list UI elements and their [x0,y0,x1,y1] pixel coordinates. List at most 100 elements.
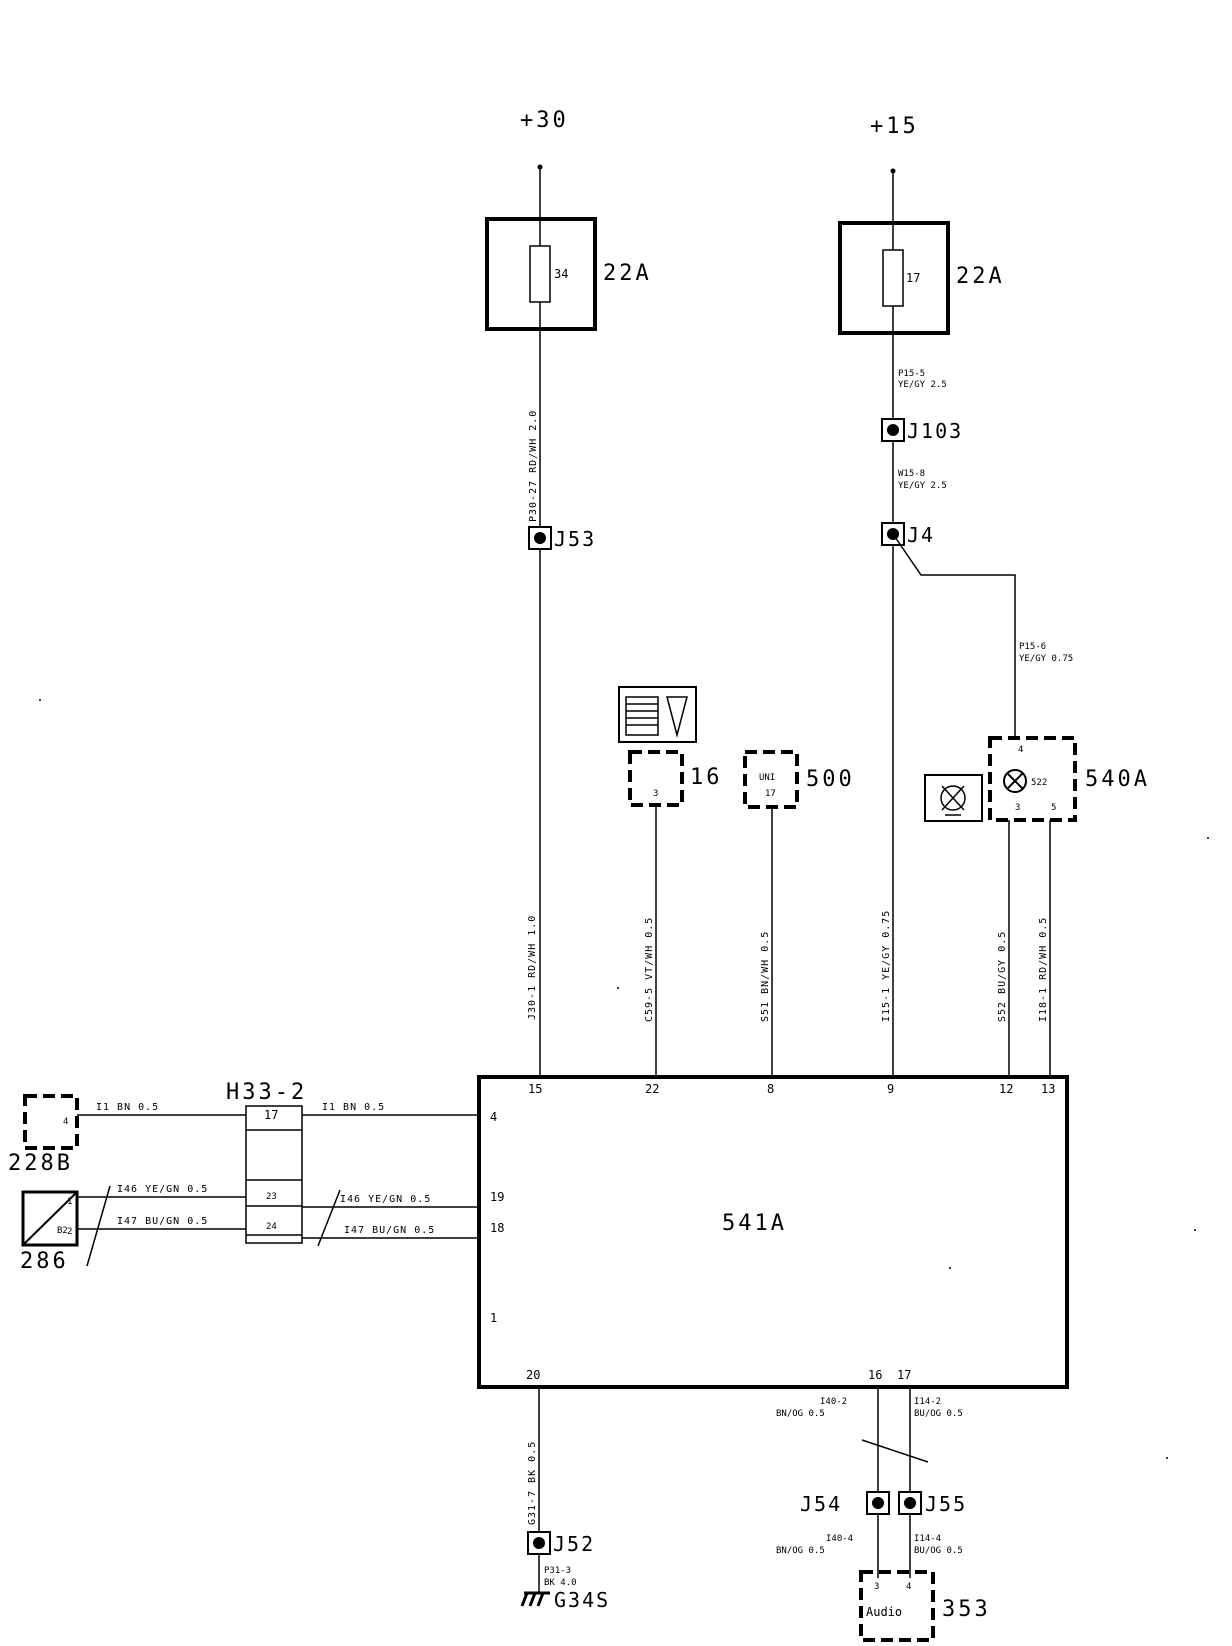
wire-g31-7-label: G31-7 BK 0.5 [527,1441,538,1525]
junction-j53-label: J53 [554,527,596,551]
ecu-541a-label: 541A [722,1211,787,1236]
component-540a-pin-a: 3 [1015,803,1020,813]
twisted-pair-mark-right [317,1189,341,1247]
scan-speck [949,1267,951,1269]
ecu-pin-left-19: 19 [490,1190,504,1204]
ecu-pin-top-13: 13 [1041,1082,1055,1096]
wire-i18-1-label: I18-1 RD/WH 0.5 [1038,917,1049,1022]
wire-i14-4-label-b: BU/OG 0.5 [914,1546,963,1556]
wire-i47-right-label: I47 BU/GN 0.5 [344,1225,435,1236]
twisted-pair-mark-left [86,1185,111,1267]
junction-j55: J55 [898,1491,967,1516]
supply-plus30-label: +30 [520,108,569,133]
wire-p15-5-label-b: YE/GY 2.5 [898,380,947,390]
ecu-pin-left-1: 1 [490,1311,497,1325]
component-286-sensor: B2 [57,1226,68,1236]
wire-i40-4-label-a: I40-4 [826,1534,853,1544]
ecu-pin-bottom-17: 17 [897,1368,911,1382]
ecu-pin-top-12: 12 [999,1082,1013,1096]
component-16: 3 16 [628,750,723,807]
wire-p15-5-label-a: P15-5 [898,369,925,379]
wire-i1-left-label: I1 BN 0.5 [96,1102,159,1113]
fuse-17: 17 22A [838,171,1005,335]
fuse-34-rating: 22A [603,261,652,286]
component-540a-pin-top: 4 [1018,745,1023,755]
wire-i1-right-label: I1 BN 0.5 [322,1102,385,1113]
wire-i40-2-label-a: I40-2 [820,1397,847,1407]
wire-i46-left-label: I46 YE/GN 0.5 [117,1184,208,1195]
component-16-label: 16 [690,765,723,790]
scan-speck [1207,837,1209,839]
wire-i15-1-label: I15-1 YE/GY 0.75 [881,910,892,1022]
scan-speck [1194,1229,1196,1231]
ecu-pin-left-4: 4 [490,1110,497,1124]
connector-h33-2-label: H33-2 [226,1080,307,1105]
scan-speck [617,987,619,989]
component-500-pin-b: 17 [765,789,776,799]
component-228b-pin: 4 [63,1117,68,1127]
ecu-pin-top-8: 8 [767,1082,774,1096]
connector-h33-pin-24: 24 [266,1222,277,1232]
component-540a: 4 522 3 5 540A [988,736,1150,822]
wire-p30-27-label: P30-27 RD/WH 2.0 [528,410,539,522]
ground-icon: G34S [520,1588,610,1612]
component-228b-label: 228B [8,1151,73,1176]
info-display-icon [618,686,697,743]
junction-j4-label: J4 [907,523,935,547]
component-353-text: Audio [866,1605,902,1619]
ground-label: G34S [554,1588,610,1612]
junction-j52: J52 [527,1531,595,1556]
junction-j55-label: J55 [925,1492,967,1516]
junction-j54-label: J54 [800,1492,842,1516]
junction-j103: J103 [881,418,963,443]
component-540a-label: 540A [1085,767,1150,792]
junction-j53: J53 [528,526,596,551]
component-286-pin: 1 [67,1197,72,1207]
wire-i14-2-label-a: I14-2 [914,1397,941,1407]
connector-h33-pin-23: 23 [266,1192,277,1202]
wire-i40-2-label-b: BN/OG 0.5 [776,1409,825,1419]
component-353: 3 4 Audio 353 [859,1570,988,1642]
wire-w15-8-label-b: YE/GY 2.5 [898,481,947,491]
connector-h33-2: H33-2 17 23 24 [226,1080,307,1244]
component-16-pin: 3 [653,789,658,799]
component-540a-code: 522 [1031,778,1047,788]
wire-i47-left-label: I47 BU/GN 0.5 [117,1216,208,1227]
fuse-34: 34 22A [485,167,652,331]
component-500-label: 500 [806,767,855,792]
component-286-pin2: 2 [67,1227,72,1237]
connector-h33-pin-17: 17 [264,1108,278,1122]
wire-j30-1-label: J30-1 RD/WH 1.0 [527,915,538,1020]
wire-i14-4-label-a: I14-4 [914,1534,941,1544]
supply-plus15-label: +15 [870,114,919,139]
twisted-pair-mark-bottom [861,1439,929,1463]
scan-speck [39,699,41,701]
component-228b: 4 228B [8,1094,79,1176]
scan-speck [1166,1457,1168,1459]
ecu-pin-top-22: 22 [645,1082,659,1096]
junction-j4: J4 [881,522,935,547]
component-500-pin-a: UNI [759,773,775,783]
component-353-pin-b: 4 [906,1582,911,1592]
component-286: 1 2 B2 286 [20,1190,79,1274]
component-500: UNI 17 500 [743,750,855,809]
fuse-17-rating: 22A [956,264,1005,289]
wire-i14-2-label-b: BU/OG 0.5 [914,1409,963,1419]
component-540a-pin-b: 5 [1051,803,1056,813]
ecu-541a: 541A 15 22 8 9 12 13 4 19 18 1 20 16 17 [477,1075,1069,1389]
wire-c59-5-label: C59-5 VT/WH 0.5 [644,917,655,1022]
fuse-34-element [529,245,551,303]
wire-p31-3-label-b: BK 4.0 [544,1578,577,1588]
wire-i46-right-label: I46 YE/GN 0.5 [340,1194,431,1205]
junction-j52-label: J52 [553,1532,595,1556]
fuse-17-element [882,249,904,307]
junction-j103-label: J103 [907,419,963,443]
wire-s51-label: S51 BN/WH 0.5 [760,931,771,1022]
junction-j54: J54 [800,1491,890,1516]
fuse-17-number: 17 [906,271,920,285]
component-286-label: 286 [20,1249,69,1274]
wire-s52-label: S52 BU/GY 0.5 [997,931,1008,1022]
ecu-pin-top-9: 9 [887,1082,894,1096]
fuse-34-number: 34 [554,267,568,281]
